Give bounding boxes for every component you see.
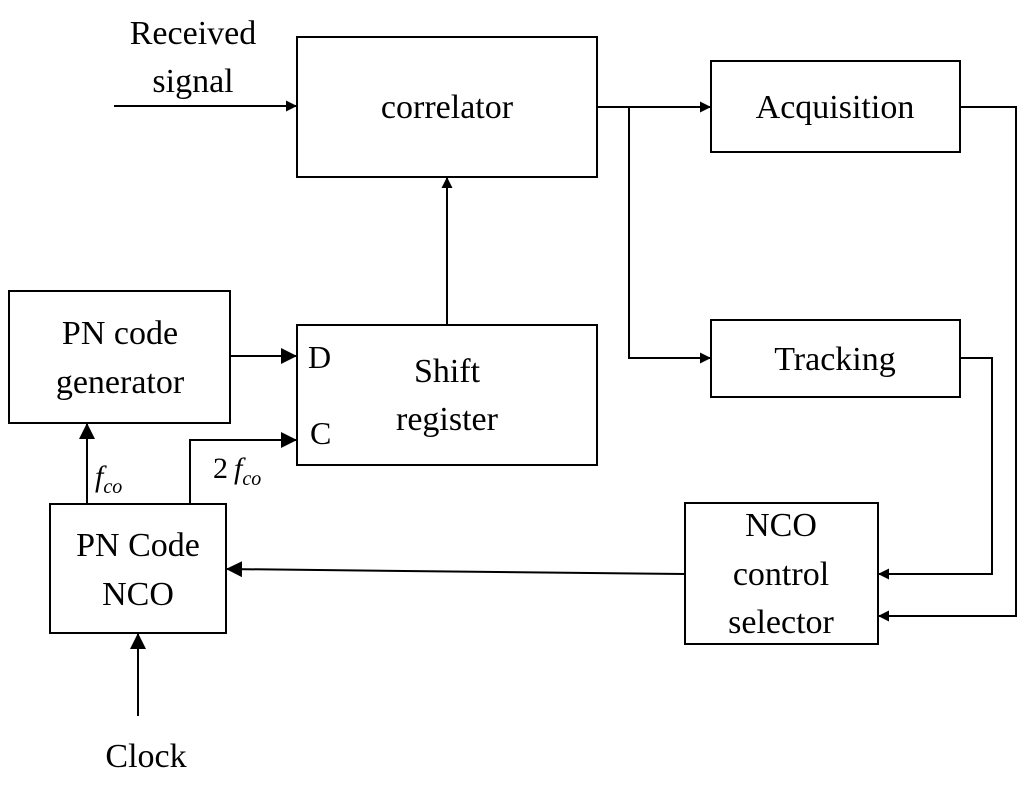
correlator-block [296, 36, 598, 178]
fco-label: fco [95, 460, 122, 498]
nco-control-selector-block [684, 502, 879, 645]
acquisition-block [710, 60, 961, 153]
correlator-label: correlator [381, 89, 514, 126]
nco-selector-label-line2: control [733, 556, 829, 593]
tracking-block [710, 319, 961, 398]
shift-register-pin-c: C [310, 415, 331, 451]
received-signal-label-line2: signal [152, 63, 233, 100]
nco-selector-label-line1: NCO [745, 507, 817, 544]
two-fco-to-shift-register-c-arrow [189, 432, 297, 504]
pn-code-nco-block [49, 503, 227, 634]
shift-register-pin-d: D [308, 339, 331, 375]
pn-code-generator-block [8, 290, 231, 424]
pn-code-generator-label-line2: generator [56, 364, 185, 401]
clock-label: Clock [105, 738, 186, 775]
selector-to-nco-arrow [225, 561, 686, 578]
acquisition-to-selector-arrow [878, 106, 1017, 622]
tracking-label: Tracking [774, 341, 896, 378]
pn-code-generator-label-line1: PN code [62, 315, 178, 352]
pn-code-nco-label-line1: PN Code [76, 527, 200, 564]
received-signal-label-line1: Received [130, 15, 257, 52]
shift-register-label-line2: register [396, 401, 499, 438]
pn-code-nco-label-line2: NCO [102, 576, 174, 613]
shift-register-block [296, 324, 598, 466]
nco-selector-label-line3: selector [728, 604, 834, 641]
tracking-to-selector-arrow [878, 357, 993, 580]
correlator-to-tracking-arrow [628, 107, 711, 364]
shift-register-label-line1: Shift [414, 353, 481, 390]
acquisition-label: Acquisition [756, 89, 915, 126]
